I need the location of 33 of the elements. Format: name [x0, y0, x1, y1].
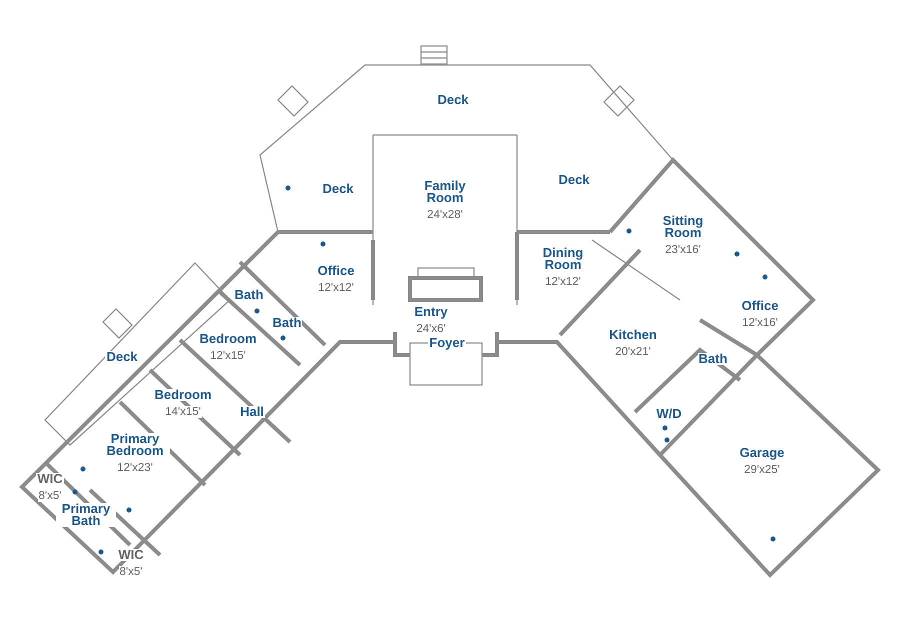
- room-name: WIC: [117, 549, 145, 561]
- room-name: Bath: [234, 289, 264, 301]
- room-name: Hall: [239, 406, 265, 418]
- room-name: Entry: [413, 306, 449, 318]
- room-name: Office: [316, 265, 356, 277]
- room-name: Kitchen: [608, 329, 658, 341]
- room-size: 12'x16': [741, 317, 779, 329]
- room-name: Foyer: [428, 337, 466, 349]
- room-size: 8'x5': [118, 566, 144, 578]
- room-name: Deck: [557, 174, 591, 186]
- room-name: Deck: [321, 183, 355, 195]
- room-name: Primary Bath: [56, 503, 116, 527]
- room-name: WIC: [36, 473, 64, 485]
- room-name: Bedroom: [153, 389, 213, 401]
- room-size: 20'x21': [614, 346, 652, 358]
- room-size: 12'x23': [116, 462, 154, 474]
- room-size: 12'x15': [209, 350, 247, 362]
- room-name: Bedroom: [198, 333, 258, 345]
- room-name: Office: [740, 300, 780, 312]
- room-size: 29'x25': [743, 464, 781, 476]
- room-size: 8'x5': [38, 490, 62, 502]
- room-size: 12'x12': [544, 276, 582, 288]
- room-name: Garage: [738, 447, 786, 459]
- room-name: Deck: [436, 94, 470, 106]
- room-name: Bath: [698, 353, 728, 365]
- room-size: 14'x15': [164, 406, 202, 418]
- room-size: 12'x12': [317, 282, 355, 294]
- room-size: 24'x28': [426, 209, 464, 221]
- room-name: Deck: [105, 351, 139, 363]
- room-size: 24'x6': [415, 323, 447, 335]
- room-name: W/D: [655, 408, 683, 420]
- room-name: Bath: [272, 317, 302, 329]
- room-size: 23'x16': [664, 244, 702, 256]
